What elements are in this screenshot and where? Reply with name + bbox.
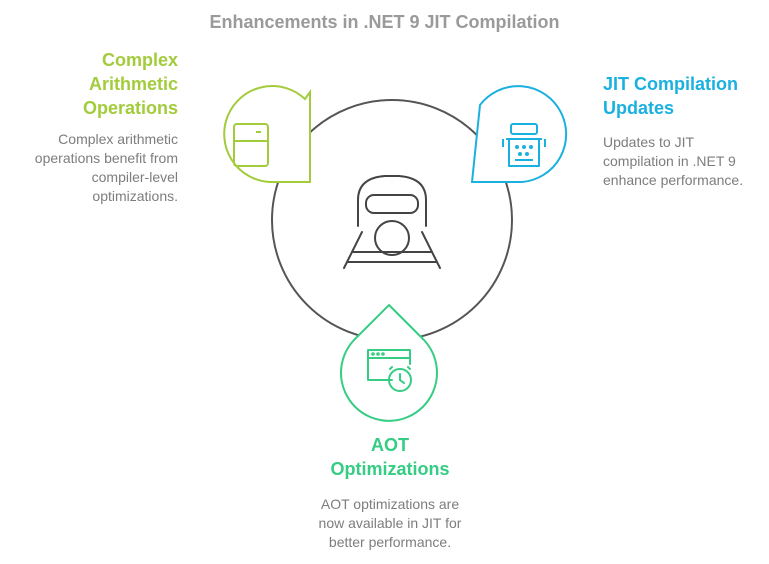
typewriter-icon	[502, 123, 546, 167]
complex-arithmetic-description: Complex arithmetic operations benefit fr…	[34, 131, 178, 204]
browser-clock-icon	[367, 349, 412, 392]
calculator-device-icon	[233, 123, 269, 167]
aot-optimizations-description: AOT optimizations are now available in J…	[318, 496, 462, 550]
aot-optimizations-node	[340, 303, 438, 422]
train-on-tracks-icon	[343, 175, 441, 269]
aot-optimizations-heading: AOT Optimizations	[330, 435, 450, 479]
jit-compilation-heading: JIT Compilation Updates	[603, 74, 738, 118]
complex-arithmetic-heading: Complex Arithmetic Operations	[82, 50, 178, 118]
jit-compilation-description: Updates to JIT compilation in .NET 9 enh…	[603, 134, 744, 188]
diagram-title: Enhancements in .NET 9 JIT Compilation	[209, 12, 560, 32]
